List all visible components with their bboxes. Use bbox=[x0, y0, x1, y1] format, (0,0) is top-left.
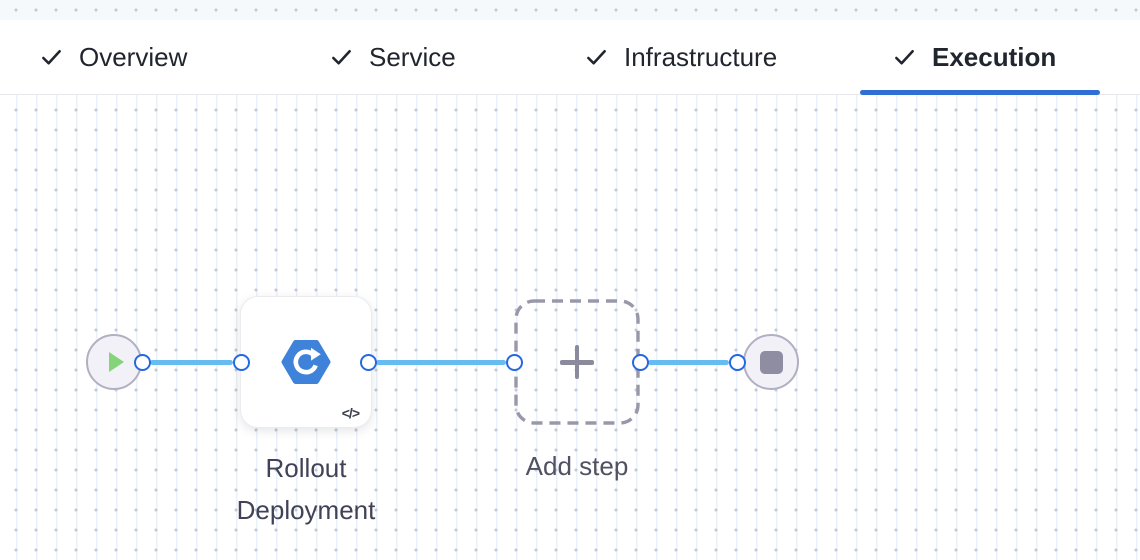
edge-step-to-addstep bbox=[376, 360, 506, 365]
pipeline-end-node[interactable] bbox=[743, 334, 799, 390]
canvas-top-strip bbox=[0, 0, 1140, 20]
add-step-node[interactable] bbox=[514, 299, 640, 425]
port-start-out[interactable] bbox=[133, 353, 151, 371]
edge-addstep-to-end bbox=[648, 360, 729, 365]
plus-icon bbox=[514, 299, 640, 425]
play-icon bbox=[108, 352, 124, 372]
tab-label: Infrastructure bbox=[624, 41, 778, 72]
tab-infrastructure[interactable]: Infrastructure bbox=[585, 20, 777, 94]
step-node-rollout-deployment[interactable]: </> bbox=[240, 296, 372, 428]
port-addstep-out[interactable] bbox=[631, 353, 649, 371]
port-step-out[interactable] bbox=[359, 353, 377, 371]
check-icon bbox=[587, 49, 606, 65]
tab-overview[interactable]: Overview bbox=[40, 20, 187, 94]
pipeline-canvas[interactable]: </> Rollout Deployment Add step bbox=[0, 95, 1140, 560]
tab-service[interactable]: Service bbox=[330, 20, 456, 94]
check-icon bbox=[332, 49, 351, 65]
tab-label: Service bbox=[369, 41, 456, 72]
active-tab-indicator bbox=[860, 90, 1100, 95]
pipeline-start-node[interactable] bbox=[86, 334, 142, 390]
port-end-in[interactable] bbox=[728, 353, 746, 371]
port-addstep-in[interactable] bbox=[505, 353, 523, 371]
check-icon bbox=[42, 49, 61, 65]
code-view-icon: </> bbox=[341, 405, 360, 421]
edge-start-to-step bbox=[150, 360, 233, 365]
tab-label: Overview bbox=[79, 41, 188, 72]
tab-execution[interactable]: Execution bbox=[893, 20, 1056, 94]
add-step-label: Add step bbox=[525, 451, 629, 481]
stage-tab-bar: Overview Service Infrastructure Executio… bbox=[0, 20, 1140, 95]
tab-label: Execution bbox=[932, 41, 1057, 72]
step-node-label: Rollout Deployment bbox=[236, 453, 376, 525]
check-icon bbox=[895, 49, 914, 65]
stop-icon bbox=[759, 350, 783, 374]
port-step-in[interactable] bbox=[232, 353, 250, 371]
rollout-deployment-icon bbox=[281, 340, 331, 384]
